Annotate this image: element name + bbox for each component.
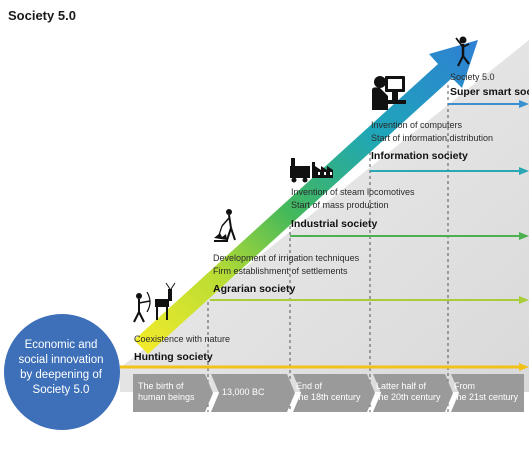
- hunting-society-label: Hunting society: [134, 351, 213, 363]
- industrial-description-1: Invention of steam locomotives: [291, 187, 415, 197]
- industrial-arrow-head: [519, 232, 529, 240]
- industrial-description-2: Start of mass production: [291, 200, 389, 210]
- agrarian-description-2: Firm establishment of settlements: [213, 266, 348, 276]
- farmer-icon: [214, 209, 236, 242]
- circle-line-2: social innovation: [18, 354, 104, 366]
- era-dividers: [207, 85, 449, 412]
- agrarian-society-label: Agrarian society: [213, 283, 296, 295]
- circle-line-1: Economic and: [24, 339, 98, 351]
- industrial-society-label: Industrial society: [291, 218, 378, 230]
- hunting-description: Coexistence with nature: [134, 334, 231, 344]
- progress-arrow: [134, 40, 478, 354]
- circle-line-4: Society 5.0: [32, 384, 90, 396]
- society-arrows: [120, 100, 529, 371]
- celebrating-person-icon: [455, 36, 470, 67]
- factory-train-icon: [290, 158, 333, 183]
- hunter-deer-icon: [133, 282, 176, 323]
- computer-user-icon: [372, 76, 406, 110]
- background-wedge: [120, 40, 529, 392]
- hunting-arrow-head: [519, 363, 529, 371]
- era-strip: [133, 374, 524, 412]
- super-smart-society-label: Super smart society: [450, 86, 529, 98]
- information-society-label: Information society: [371, 150, 468, 162]
- agrarian-description-1: Development of irrigation techniques: [213, 253, 360, 263]
- innovation-circle-text: Economic and social innovation by deepen…: [6, 338, 116, 398]
- information-arrow-head: [519, 167, 529, 175]
- innovation-circle: [4, 314, 120, 430]
- circle-line-3: by deepening of: [20, 369, 102, 381]
- information-description-2: Start of information distribution: [371, 133, 494, 143]
- agrarian-arrow-head: [519, 296, 529, 304]
- page-title: Society 5.0: [8, 8, 76, 23]
- information-description-1: Invention of computers: [371, 120, 463, 130]
- society-5-label: Society 5.0: [450, 72, 495, 82]
- super-smart-arrow-head: [519, 100, 529, 108]
- era-label-2: 13,000 BC: [222, 387, 265, 397]
